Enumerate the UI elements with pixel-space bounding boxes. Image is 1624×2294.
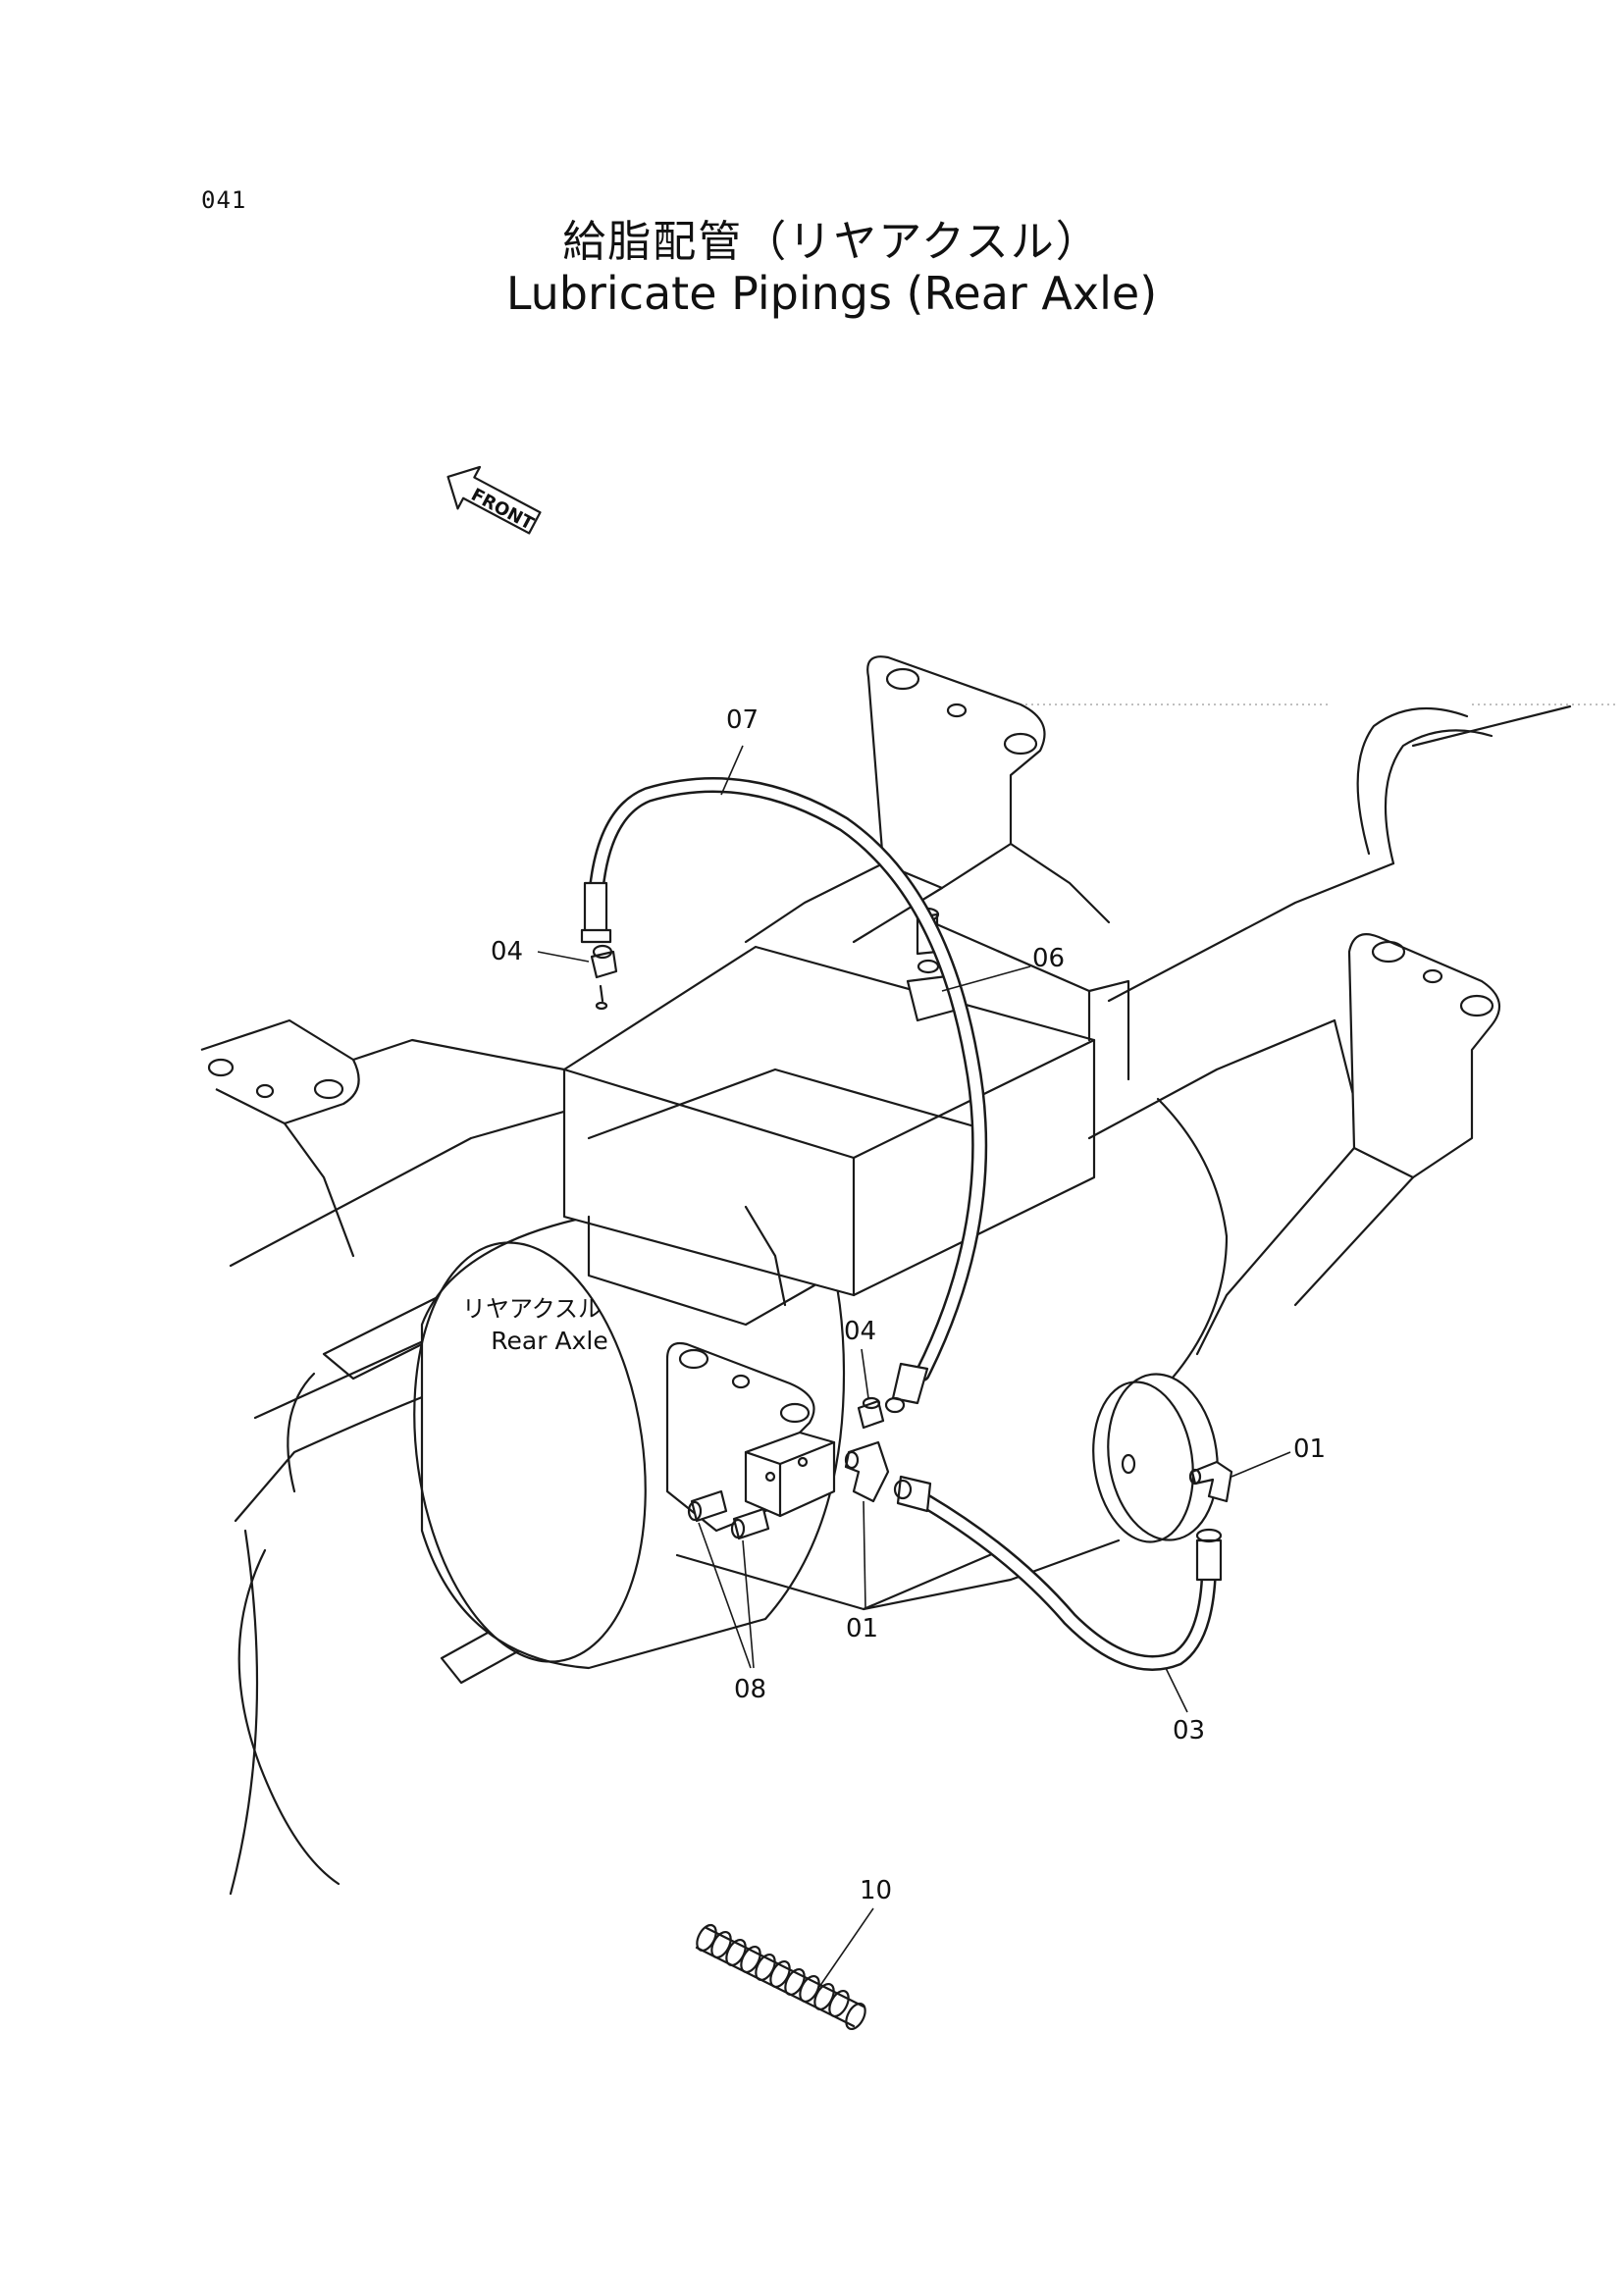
part-08-plugs — [687, 1489, 770, 1540]
leader-10 — [818, 1907, 874, 1988]
leader-04-top — [537, 951, 590, 963]
callout-04-top: 04 — [491, 937, 523, 966]
leader-08-a — [698, 1522, 752, 1669]
upper-mounting-bracket — [744, 655, 1111, 944]
leader-03 — [1165, 1667, 1188, 1713]
leader-04-mid — [861, 1348, 869, 1399]
title-english: Lubricate Pipings (Rear Axle) — [505, 267, 1158, 320]
title-japanese: 給脂配管（リヤアクスル） — [562, 217, 1101, 267]
callout-01-mid: 01 — [846, 1614, 878, 1643]
part-04-nipple-mid — [857, 1396, 885, 1430]
part-04-nipple-top — [590, 944, 618, 1011]
callout-08: 08 — [734, 1675, 766, 1704]
part-10-coil-protector — [695, 1923, 866, 2031]
left-mounting-bracket — [200, 1018, 566, 1258]
front-arrow: FRONT — [446, 465, 542, 535]
callout-10: 10 — [860, 1876, 892, 1905]
part-01-elbow-fitting-right — [1188, 1460, 1233, 1503]
right-mounting-bracket — [1195, 933, 1501, 1356]
leader-01-mid — [863, 1500, 866, 1610]
leader-07 — [720, 745, 744, 796]
leader-08-b — [742, 1539, 755, 1669]
right-wheel-hub — [1092, 1373, 1219, 1543]
part-07-hose — [580, 777, 988, 1414]
callout-01-right: 01 — [1293, 1434, 1326, 1464]
leader-06 — [941, 965, 1031, 992]
page-number: 041 — [201, 186, 247, 214]
leader-01-right — [1231, 1451, 1291, 1478]
callout-07: 07 — [726, 705, 759, 735]
part-01-elbow-fitting-mid — [844, 1440, 890, 1503]
part-03-hose — [893, 1475, 1223, 1671]
rear-axle-label-en: Rear Axle — [491, 1327, 607, 1355]
callout-06: 06 — [1032, 944, 1065, 973]
callout-03: 03 — [1173, 1716, 1205, 1746]
rear-axle-label-jp: リヤアクスル — [462, 1295, 602, 1323]
distribution-block — [744, 1431, 836, 1518]
callout-04-mid: 04 — [844, 1317, 876, 1346]
